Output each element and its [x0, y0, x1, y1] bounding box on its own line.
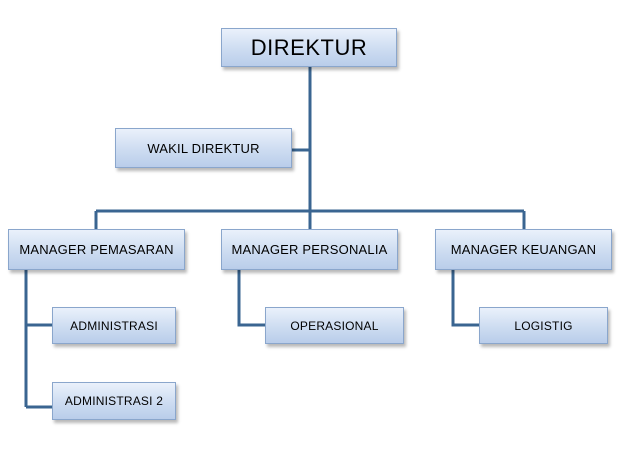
- node-manager-pemasaran: MANAGER PEMASARAN: [8, 229, 185, 270]
- connector-sub-1: [24, 270, 52, 409]
- node-manager-personalia: MANAGER PERSONALIA: [221, 229, 398, 270]
- node-administrasi-2: ADMINISTRASI 2: [52, 382, 176, 420]
- node-wakil-direktur: WAKIL DIREKTUR: [115, 128, 292, 168]
- node-manager-keuangan: MANAGER KEUANGAN: [435, 229, 612, 270]
- node-operasional: OPERASIONAL: [265, 307, 404, 344]
- connector-sub-3: [451, 270, 479, 327]
- connector-sub-2: [237, 270, 265, 327]
- node-administrasi: ADMINISTRASI: [52, 307, 176, 344]
- node-logistig: LOGISTIG: [479, 307, 608, 344]
- node-direktur: DIREKTUR: [221, 28, 397, 67]
